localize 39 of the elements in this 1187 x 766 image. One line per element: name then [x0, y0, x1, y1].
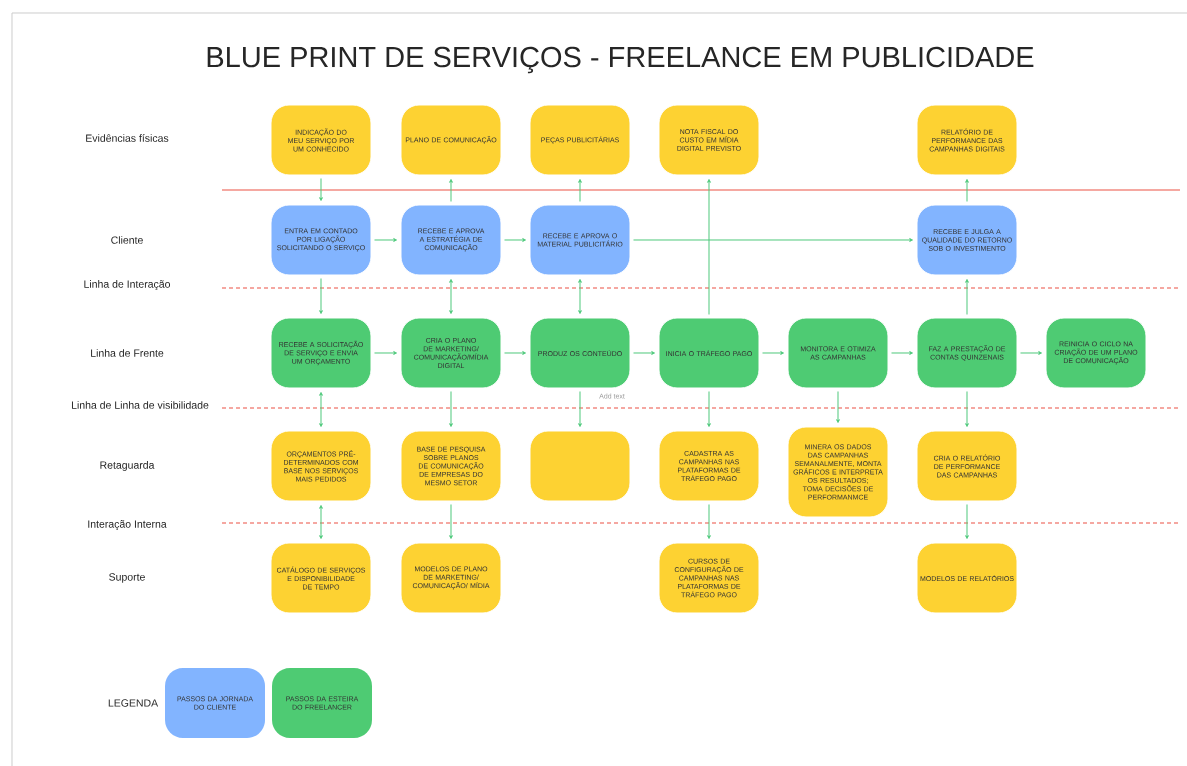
arrow [836, 391, 840, 423]
arrow [319, 392, 323, 427]
process-box [529, 430, 631, 502]
row-label: Cliente [111, 236, 143, 244]
arrow [449, 391, 453, 427]
arrow [891, 351, 913, 355]
arrow [449, 504, 453, 539]
arrow [707, 391, 711, 427]
title: BLUE PRINT DE SERVIÇOS - FREELANCE EM PUBLICIDADE [207, 46, 1034, 74]
arrow [319, 178, 323, 201]
row-label: Evidências físicas [86, 134, 169, 142]
arrow [319, 278, 323, 314]
arrow [578, 391, 582, 427]
row-label: Retaguarda [100, 461, 155, 471]
row-label: Interação Interna [88, 520, 167, 530]
arrow [578, 279, 582, 314]
arrow [449, 179, 453, 202]
arrow [965, 179, 969, 202]
arrow [965, 391, 969, 427]
arrow [633, 351, 655, 355]
row-label: Suporte [109, 573, 145, 583]
arrow [965, 279, 969, 315]
arrow [374, 351, 397, 355]
arrow [449, 279, 453, 314]
row-label: Linha de Interação [84, 280, 171, 290]
arrow [319, 505, 323, 539]
arrow [762, 351, 784, 355]
row-label: Linha de Linha de visibilidade [72, 401, 209, 409]
arrow [504, 351, 526, 355]
arrow [578, 179, 582, 202]
arrow [633, 238, 913, 242]
row-label: LEGENDA [108, 699, 159, 707]
arrow [707, 179, 711, 315]
arrow [504, 238, 526, 242]
arrow [965, 504, 969, 539]
arrow [374, 238, 397, 242]
arrow [707, 504, 711, 539]
row-label: Linha de Frente [91, 349, 164, 357]
arrow [1020, 351, 1042, 355]
